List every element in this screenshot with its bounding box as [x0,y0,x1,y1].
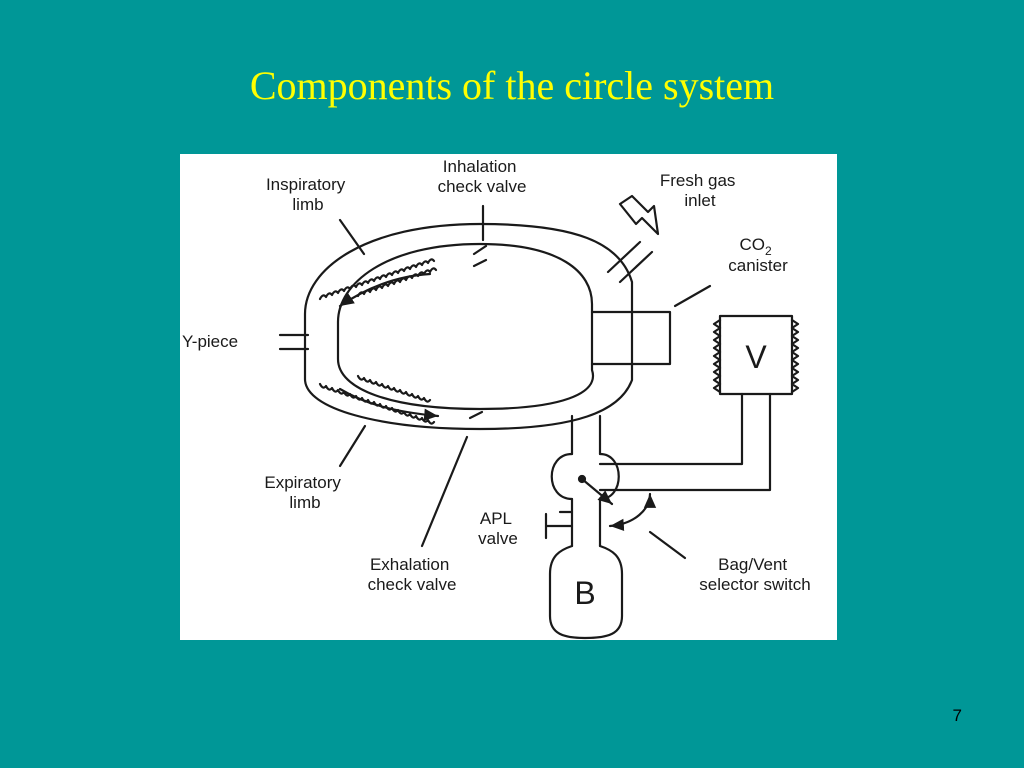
expiratory-limb-corrugation-inner [356,374,432,403]
fresh-gas-inlet-pipe [606,240,654,284]
selector-housing [550,452,620,501]
ventilator-label: V [745,339,767,375]
selector-pipe [570,414,602,456]
exhalation-check-valve-label: Exhalation check valve [368,555,457,594]
reservoir-bag [548,544,624,640]
exhalation-check-valve-flap [468,410,484,420]
expiratory-limb-corrugation-outer [318,382,436,425]
expiratory-flow-arrow [338,387,440,421]
inspiratory-limb-label: Inspiratory limb [266,175,350,214]
inhalation-check-valve-label: Inhalation check valve [438,157,527,196]
co2-canister-pointer [673,284,712,308]
circle-system-diagram: Inspiratory limb Inhalation check valve … [180,154,837,640]
bag-neck [570,497,602,548]
apl-valve-label: APL valve [478,509,518,548]
co2-canister-box [590,310,672,366]
circuit-outer-tube [303,222,634,431]
ventilator-bellows-left [712,318,722,394]
bag-vent-selector-label: Bag/Vent selector switch [699,555,810,594]
inspiratory-limb-pointer [338,218,366,256]
exhalation-check-valve-pointer [420,435,469,548]
apl-valve [544,510,574,540]
ventilator-bellows-right [790,318,800,394]
inspiratory-flow-arrow [338,272,432,308]
co2-canister-label: CO2 canister [728,235,788,275]
slide-title: Components of the circle system [249,63,775,108]
inhalation-check-valve-flap [472,244,488,268]
ventilator-hose [598,392,772,492]
selector-pointer [648,530,687,560]
ventilator-housing [718,314,794,396]
fresh-gas-inlet-label: Fresh gas inlet [660,171,740,210]
y-piece-connector [278,333,310,351]
selector-switch-arc [608,492,657,532]
reservoir-bag-label: B [574,575,595,611]
inspiratory-limb-corrugation-outer [318,258,436,301]
expiratory-limb-pointer [338,424,367,468]
expiratory-limb-label: Expiratory limb [264,473,345,512]
y-piece-label: Y-piece [182,332,238,351]
selector-switch-lever [580,477,614,506]
page-number: 7 [952,706,962,725]
fresh-gas-arrow [618,194,660,236]
